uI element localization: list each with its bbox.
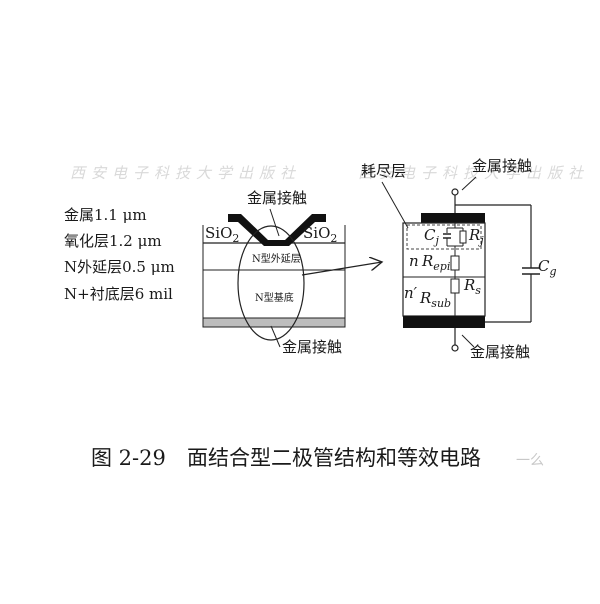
metal-contact-top-label: 金属接触 (247, 189, 307, 207)
rj-resistor-icon (459, 230, 467, 244)
junction-ellipse (237, 225, 305, 341)
top-metal-plate (421, 213, 485, 223)
cj-label: Cj (424, 226, 439, 247)
top-terminal-icon (451, 188, 459, 196)
metal-contact-bottom-label: 金属接触 (282, 338, 342, 356)
depletion-callout-line (381, 181, 409, 229)
circuit-metal-contact-top-label: 金属接触 (472, 157, 532, 175)
n-substrate-label: N型基底 (255, 291, 294, 304)
credit-fragment: 一么 (516, 453, 544, 469)
rs-resistor-icon (450, 278, 460, 294)
callout-line-bottom (270, 325, 281, 348)
circuit-bottom-callout-line (461, 334, 475, 348)
r-epi-label: Repi (421, 252, 450, 273)
n-epi-label: N型外延层 (252, 252, 301, 265)
sio2-right-label: SiO2 (303, 224, 337, 245)
sio2-band (203, 225, 345, 243)
bottom-metal-plate (403, 316, 485, 328)
diode-cross-section: SiO2 SiO2 N型外延层 N型基底 金属接触 金属接触 (202, 189, 382, 356)
bottom-terminal-icon (451, 344, 459, 352)
watermark: 西安电子科技大学出版社 (70, 164, 301, 182)
spec-oxide: 氧化层1.2 μm (64, 232, 162, 250)
figure-caption: 图 2-29 面结合型二极管结构和等效电路 一么 (91, 446, 544, 470)
caption-title: 面结合型二极管结构和等效电路 (187, 446, 481, 470)
rs-label: Rs (463, 276, 481, 297)
equivalent-circuit: 耗尽层 金属接触 金属接触 Cj Rj n Repi Rs n′ Rsub Cg (361, 157, 557, 361)
spec-metal: 金属1.1 μm (64, 206, 147, 224)
spec-n-epi: N外延层0.5 μm (64, 258, 175, 276)
watermark-right: 西安电子科技大学出版社 (358, 164, 589, 182)
rj-label: Rj (468, 226, 484, 247)
r-sub-label: Rsub (419, 289, 451, 310)
r-epi-resistor-icon (450, 255, 460, 271)
sio2-left-label: SiO2 (205, 224, 239, 245)
bottom-metal (202, 317, 346, 328)
callout-line-top (269, 208, 280, 237)
top-metal-contact (228, 214, 326, 246)
cg-label: Cg (538, 257, 557, 278)
circuit-metal-contact-bottom-label: 金属接触 (470, 343, 530, 361)
layer-specs: 金属1.1 μm 氧化层1.2 μm N外延层0.5 μm N+衬底层6 mil (64, 206, 175, 303)
depletion-layer-label: 耗尽层 (361, 162, 406, 180)
caption-number: 图 2-29 (91, 446, 166, 470)
circuit-top-callout-line (461, 176, 477, 191)
n-prime-label: n′ (404, 284, 418, 302)
magnify-arrow (301, 262, 382, 276)
depletion-region (406, 224, 482, 250)
spec-n-substrate: N+衬底层6 mil (64, 285, 173, 303)
n-label: n (409, 252, 419, 270)
